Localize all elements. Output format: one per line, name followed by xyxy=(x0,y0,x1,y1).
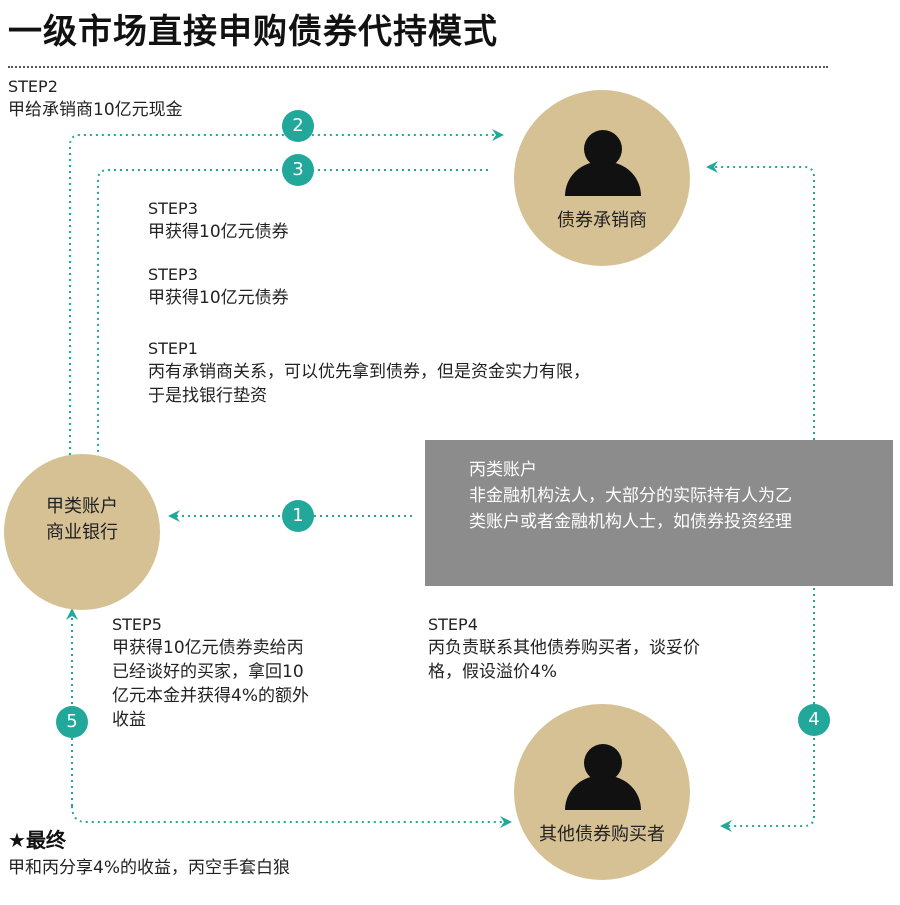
person-icon-body xyxy=(565,776,641,810)
account-c-title: 丙类账户 xyxy=(469,460,537,480)
underwriter-label: 债券承销商 xyxy=(557,210,647,231)
person-icon-body xyxy=(565,162,641,196)
buyers-label: 其他债券购买者 xyxy=(539,824,665,845)
underwriter-node: 债券承销商 xyxy=(514,90,690,266)
account-c-desc-line2: 类账户或者金融机构人士，如债券投资经理 xyxy=(469,512,792,532)
step-badge-5: 5 xyxy=(56,706,88,738)
title-divider xyxy=(8,66,828,68)
account-c-box: 丙类账户 非金融机构法人，大部分的实际持有人为乙 类账户或者金融机构人士，如债券… xyxy=(425,440,893,586)
flow-line-step2 xyxy=(69,129,504,455)
page-title: 一级市场直接申购债券代持模式 xyxy=(8,12,498,52)
step3-text-repeat: 甲获得10亿元债券 xyxy=(148,288,289,308)
step4-text-line2: 格，假设溢价4% xyxy=(428,662,557,682)
person-icon xyxy=(584,744,622,782)
flow-line-step5-right xyxy=(71,805,512,828)
step5-text-line1: 甲获得10亿元债券卖给丙 xyxy=(112,638,304,658)
final-text: 甲和丙分享4%的收益，丙空手套白狼 xyxy=(8,858,290,878)
step5-text-line2: 已经谈好的买家，拿回10 xyxy=(112,662,304,682)
step3-label-repeat: STEP3 xyxy=(148,265,198,284)
step2-label: STEP2 xyxy=(8,77,58,96)
step1-text-line1: 丙有承销商关系，可以优先拿到债券，但是资金实力有限， xyxy=(148,362,590,382)
step3-text: 甲获得10亿元债券 xyxy=(148,222,289,242)
step4-label: STEP4 xyxy=(428,615,478,634)
bank-node: 甲类账户 商业银行 xyxy=(4,454,160,610)
step5-text-line4: 收益 xyxy=(112,710,146,730)
step2-text: 甲给承销商10亿元现金 xyxy=(8,100,183,120)
flow-line-step3 xyxy=(97,169,488,460)
step-badge-3: 3 xyxy=(282,154,314,186)
final-heading: ★最终 xyxy=(8,824,66,853)
step3-label: STEP3 xyxy=(148,199,198,218)
person-icon xyxy=(584,130,622,168)
step1-label: STEP1 xyxy=(148,339,198,358)
star-icon: ★ xyxy=(8,828,26,852)
buyers-node: 其他债券购买者 xyxy=(514,704,690,880)
step4-text-line1: 丙负责联系其他债券购买者，谈妥价 xyxy=(428,638,700,658)
step-badge-2: 2 xyxy=(282,110,314,142)
step5-text-line3: 亿元本金并获得4%的额外 xyxy=(112,686,309,706)
account-c-desc-line1: 非金融机构法人，大部分的实际持有人为乙 xyxy=(469,486,792,506)
step5-label: STEP5 xyxy=(112,615,162,634)
bank-label-line2: 商业银行 xyxy=(46,522,118,543)
step-badge-4: 4 xyxy=(798,704,830,736)
final-title: 最终 xyxy=(25,828,66,852)
step1-text-line2: 于是找银行垫资 xyxy=(148,386,267,406)
flow-line-step4-up xyxy=(706,161,815,440)
step-badge-1: 1 xyxy=(282,500,314,532)
bank-label-line1: 甲类账户 xyxy=(46,496,118,517)
flow-line-step4-down xyxy=(720,588,815,832)
